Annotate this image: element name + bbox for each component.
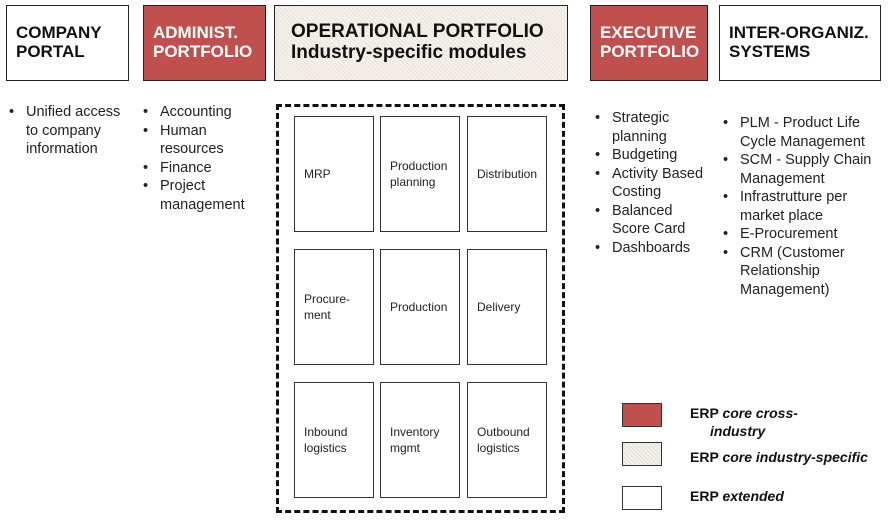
executive-portfolio-list: Strategic planning Budgeting Activity Ba… bbox=[592, 109, 716, 257]
list-item: Finance bbox=[140, 159, 268, 178]
list-item: Accounting bbox=[140, 103, 268, 122]
list-item: SCM - Supply Chain Management bbox=[720, 151, 884, 188]
inter-org-systems-title: INTER-ORGANIZ. SYSTEMS bbox=[729, 23, 869, 61]
module-label: MRP bbox=[304, 167, 331, 181]
module-delivery: Delivery bbox=[467, 249, 547, 365]
list-item: Strategic planning bbox=[592, 109, 682, 146]
legend-label-core-industry-specific: ERP core industry-specific bbox=[690, 449, 868, 465]
operational-portfolio-header: OPERATIONAL PORTFOLIO Industry-specific … bbox=[274, 5, 568, 81]
list-item: Activity Based Costing bbox=[592, 165, 716, 202]
module-label: Procure-ment bbox=[304, 292, 351, 322]
inter-org-systems-list: PLM - Product Life Cycle Management SCM … bbox=[720, 114, 886, 299]
module-label: Inbound logistics bbox=[304, 425, 348, 455]
module-production-planning: Production planning bbox=[380, 116, 460, 232]
list-item: CRM (Customer Relationship Management) bbox=[720, 244, 852, 300]
executive-portfolio-title: EXECUTIVE PORTFOLIO bbox=[600, 23, 700, 61]
inter-org-systems-header: INTER-ORGANIZ. SYSTEMS bbox=[719, 5, 881, 81]
list-item: Dashboards bbox=[592, 239, 716, 258]
module-label: Production planning bbox=[390, 159, 448, 189]
legend-label-core-cross-industry: ERP core cross- industry bbox=[690, 405, 798, 439]
list-item: Infrastrutture per market place bbox=[720, 188, 864, 225]
module-label: Outbound logistics bbox=[477, 425, 530, 455]
operational-portfolio-title: OPERATIONAL PORTFOLIO bbox=[291, 21, 544, 43]
module-mrp: MRP bbox=[294, 116, 374, 232]
operational-portfolio-subtitle: Industry-specific modules bbox=[291, 42, 527, 63]
company-portal-header: COMPANY PORTAL bbox=[6, 5, 129, 81]
legend-swatch-core-cross-industry bbox=[622, 403, 662, 427]
administ-portfolio-list: Accounting Human resources Finance Proje… bbox=[140, 103, 268, 214]
legend-swatch-extended bbox=[622, 486, 662, 510]
list-item: Budgeting bbox=[592, 146, 716, 165]
administ-portfolio-header: ADMINIST. PORTFOLIO bbox=[143, 5, 266, 81]
list-item: Project management bbox=[140, 177, 246, 214]
legend-label-extended: ERP extended bbox=[690, 488, 784, 504]
module-distribution: Distribution bbox=[467, 116, 547, 232]
module-inbound-logistics: Inbound logistics bbox=[294, 382, 374, 498]
list-item: PLM - Product Life Cycle Management bbox=[720, 114, 878, 151]
list-item: Balanced Score Card bbox=[592, 202, 692, 239]
module-label: Distribution bbox=[477, 167, 538, 181]
module-label: Inventory mgmt bbox=[390, 425, 440, 455]
executive-portfolio-header: EXECUTIVE PORTFOLIO bbox=[590, 5, 708, 81]
module-label: Production bbox=[390, 300, 448, 314]
legend-swatch-core-industry-specific bbox=[622, 442, 662, 466]
list-item: Human resources bbox=[140, 122, 246, 159]
module-outbound-logistics: Outbound logistics bbox=[467, 382, 547, 498]
module-procurement: Procure-ment bbox=[294, 249, 374, 365]
company-portal-title: COMPANY PORTAL bbox=[16, 23, 102, 61]
list-item: Unified access to company information bbox=[6, 103, 134, 159]
module-label: Delivery bbox=[477, 300, 521, 314]
module-inventory-mgmt: Inventory mgmt bbox=[380, 382, 460, 498]
company-portal-list: Unified access to company information bbox=[6, 103, 134, 159]
administ-portfolio-title: ADMINIST. PORTFOLIO bbox=[153, 23, 253, 61]
operational-modules-frame bbox=[276, 104, 565, 513]
module-production: Production bbox=[380, 249, 460, 365]
list-item: E-Procurement bbox=[720, 225, 886, 244]
